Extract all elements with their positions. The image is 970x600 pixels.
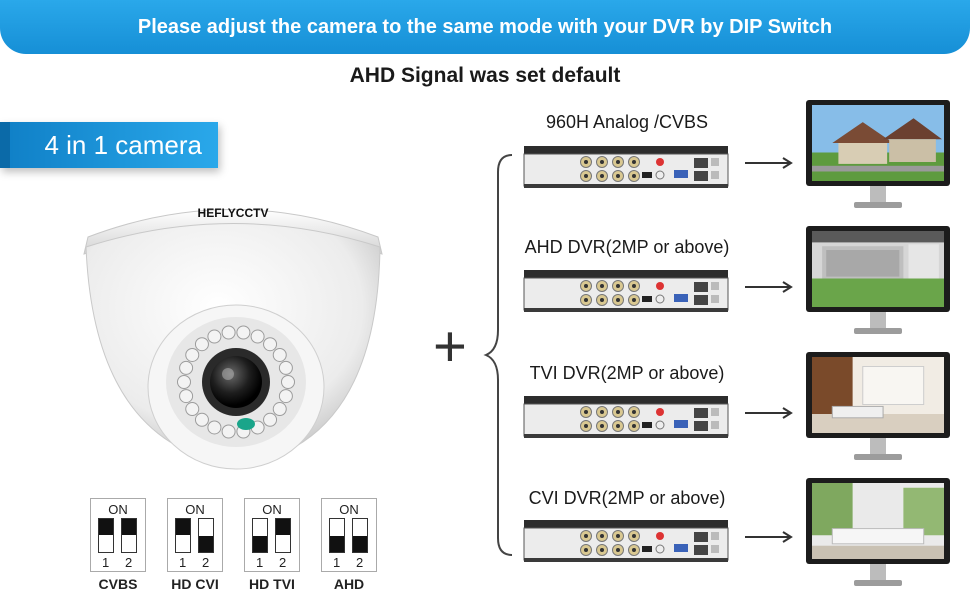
dvr-label: CVI DVR(2MP or above): [528, 488, 726, 508]
ir-led: [179, 360, 194, 375]
dip-lever-knob: [99, 519, 113, 535]
dip-number-2: 2: [279, 555, 287, 570]
ir-led: [194, 412, 209, 427]
ir-led: [177, 375, 191, 389]
dip-lever: [121, 518, 137, 553]
monitor-garage-image: [806, 226, 950, 338]
dip-lever-knob: [176, 519, 190, 535]
ir-led: [194, 337, 209, 352]
monitor-lounge-image: [806, 478, 950, 590]
ir-led: [185, 347, 200, 362]
dip-lever-knob: [330, 536, 344, 552]
dip-number-1: 1: [102, 555, 110, 570]
dip-on-label: ON: [339, 502, 359, 517]
ir-led: [185, 402, 200, 417]
dvr-label: 960H Analog /CVBS: [545, 112, 709, 132]
camera-tag-label: 4 in 1 camera: [44, 129, 202, 160]
dip-mode-label: HD TVI: [249, 576, 295, 592]
dip-lever-knob: [122, 519, 136, 535]
ir-led: [278, 389, 293, 404]
page-subtitle: AHD Signal was set default: [349, 64, 621, 87]
dip-number-2: 2: [125, 555, 133, 570]
dip-lever-knob: [276, 519, 290, 535]
dip-lever: [352, 518, 368, 553]
ir-led: [272, 402, 287, 417]
arrow-right-icon: [745, 156, 795, 169]
dip-lever: [329, 518, 345, 553]
ir-led: [179, 389, 194, 404]
dip-number-2: 2: [202, 555, 210, 570]
plus-sign: +: [433, 314, 467, 379]
camera-tag: 4 in 1 camera: [0, 122, 218, 168]
dip-mode-label: CVBS: [98, 576, 138, 592]
dvr-recorder-image: [522, 268, 730, 316]
dip-on-label: ON: [262, 502, 282, 517]
camera-brand: HEFLYCCTV: [198, 206, 269, 220]
ir-led: [281, 375, 295, 389]
dvr-recorder-image: [522, 518, 730, 566]
dome-camera-image: HEFLYCCTV: [83, 206, 383, 470]
arrow-right-icon: [745, 406, 795, 419]
ir-led: [278, 360, 293, 375]
dip-mode-label: AHD: [333, 576, 365, 592]
curly-brace: [483, 154, 513, 556]
ir-led: [221, 424, 236, 439]
ir-led: [272, 347, 287, 362]
arrow-right-icon: [745, 530, 795, 543]
dvr-label: TVI DVR(2MP or above): [529, 363, 725, 383]
arrow-right-icon: [745, 280, 795, 293]
dip-lever: [175, 518, 191, 553]
dip-mode-label: HD CVI: [171, 576, 219, 592]
dip-lever: [275, 518, 291, 553]
top-banner: Please adjust the camera to the same mod…: [0, 0, 970, 54]
dip-number-2: 2: [356, 555, 364, 570]
dip-lever-knob: [199, 536, 213, 552]
dip-lever: [252, 518, 268, 553]
dip-lever: [98, 518, 114, 553]
ir-led: [207, 420, 222, 435]
dip-number-1: 1: [333, 555, 341, 570]
ir-led: [263, 412, 278, 427]
dip-on-label: ON: [108, 502, 128, 517]
dip-lever-knob: [353, 536, 367, 552]
dvr-recorder-image: [522, 144, 730, 192]
banner-text: Please adjust the camera to the same mod…: [137, 15, 833, 38]
monitor-houses-image: [806, 100, 950, 212]
dip-lever-knob: [253, 536, 267, 552]
ir-led: [236, 325, 251, 340]
ir-led: [221, 325, 236, 340]
dvr-recorder-image: [522, 394, 730, 442]
dip-lever: [198, 518, 214, 553]
dip-number-1: 1: [256, 555, 264, 570]
ir-led: [263, 337, 278, 352]
monitor-living-room-image: [806, 352, 950, 464]
ir-led: [207, 329, 222, 344]
ir-led: [250, 329, 265, 344]
dip-on-label: ON: [185, 502, 205, 517]
dip-number-1: 1: [179, 555, 187, 570]
dvr-label: AHD DVR(2MP or above): [524, 237, 730, 257]
